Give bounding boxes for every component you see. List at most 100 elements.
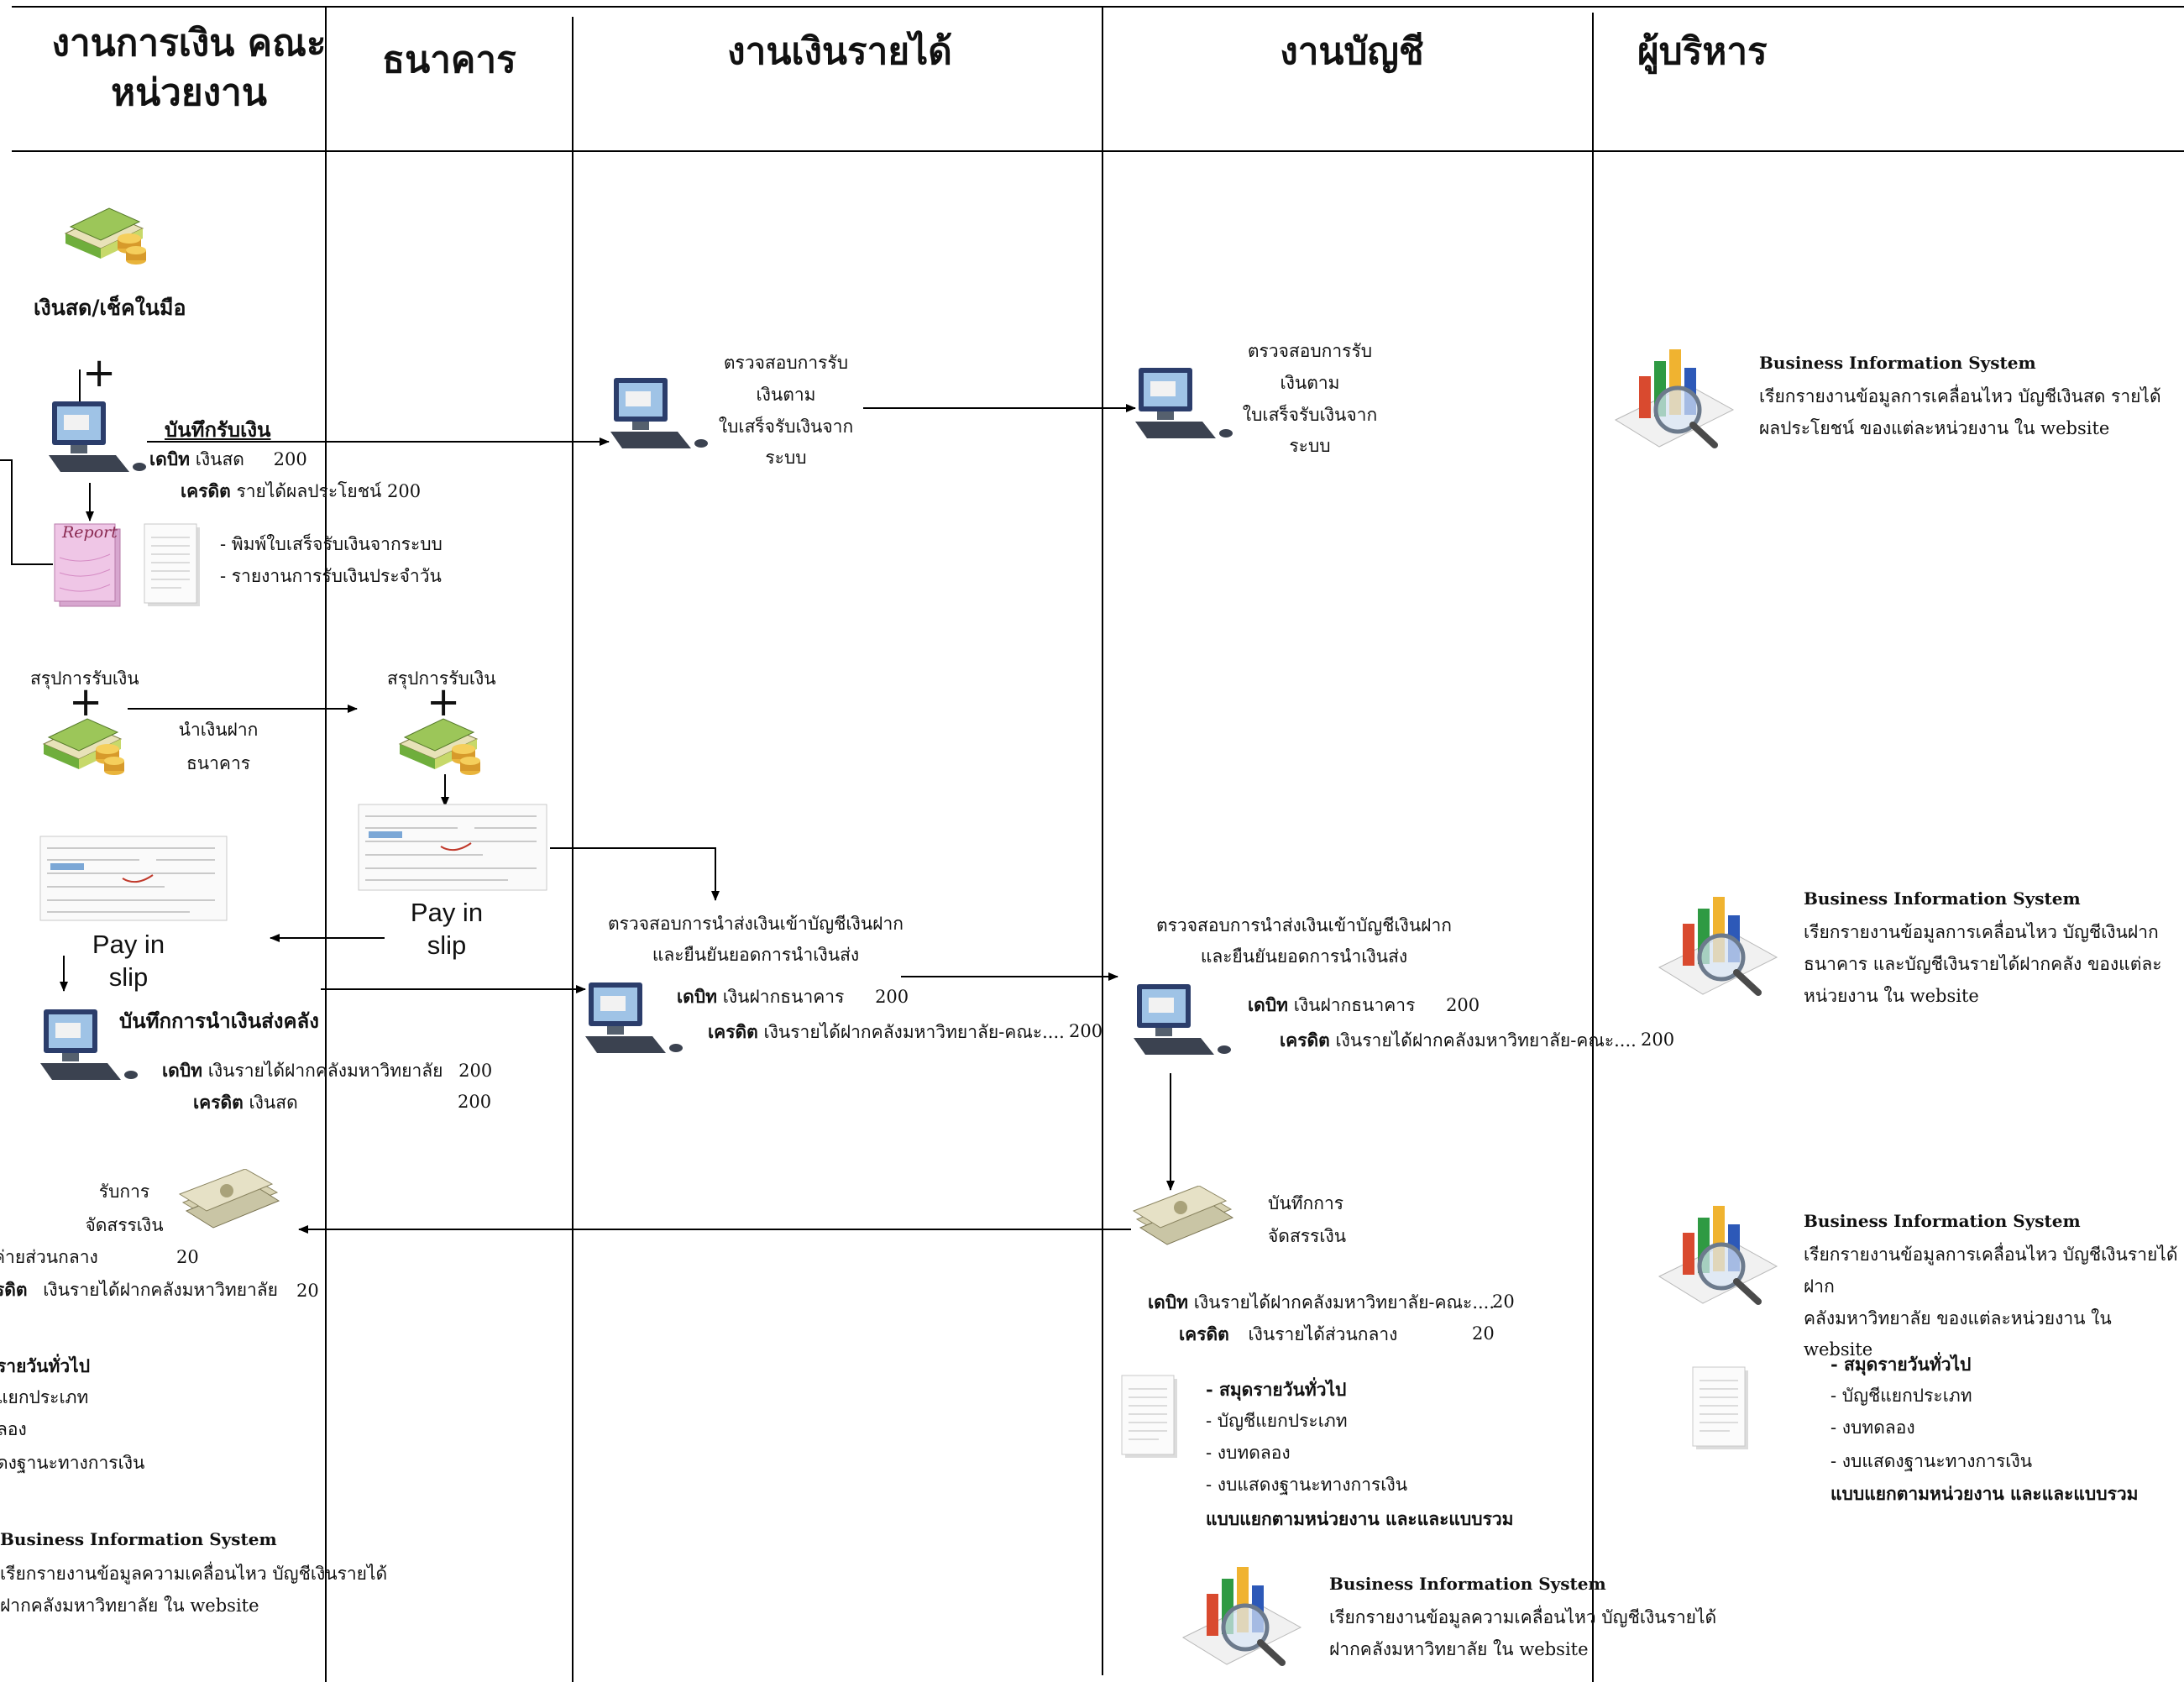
credit-keyword: เครดิต — [708, 1021, 758, 1042]
accounting-ledger-item: - งบแสดงฐานะทางการเงิน — [1206, 1475, 1408, 1495]
receive-allocation-label: รับการ จัดสรรเงิน — [85, 1182, 164, 1235]
credit-line: รายได้ผลประโยชน์ 200 — [236, 481, 422, 501]
debit-keyword: เดบิท — [162, 1060, 202, 1081]
allocation-line-2-text: เงินรายได้ฝากคลังมหาวิทยาลัย — [43, 1280, 278, 1300]
exec-ledger-footer: แบบแยกตามหน่วยงาน และและแบบรวม — [1830, 1483, 2139, 1504]
record-receipt-credit: เครดิต รายได้ผลประโยชน์ 200 — [181, 480, 421, 502]
lane-header-unit-finance: งานการเงิน คณะ หน่วยงาน — [51, 22, 327, 115]
accounting-allocation-debit: เดบิท เงินรายได้ฝากคลังมหาวิทยาลัย-คณะ..… — [1148, 1292, 1495, 1313]
business-chart-magnifier-icon — [1658, 1206, 1778, 1305]
exec-bis-title: Business Information System — [1759, 353, 2036, 373]
daily-report-item: - รายงานการรับเงินประจำวัน — [220, 566, 442, 586]
exec-bis-text: เรียกรายงานข้อมูลการเคลื่อนไหว บัญชีเงิน… — [1759, 386, 2161, 438]
credit-account: เงินรายได้ส่วนกลาง — [1248, 1324, 1398, 1344]
computer-icon — [49, 401, 146, 472]
accounting-bis-title: Business Information System — [1329, 1574, 1606, 1594]
allocation-line-1-text: ค่ายส่วนกลาง — [0, 1247, 98, 1267]
debit-amount: 200 — [1446, 995, 1480, 1015]
debit-keyword: เดบิท — [677, 986, 717, 1007]
business-chart-magnifier-icon — [1614, 349, 1735, 448]
banknotes-icon — [178, 1169, 280, 1229]
accounting-allocation-credit: เครดิต เงินรายได้ส่วนกลาง — [1179, 1323, 1397, 1345]
allocation-line-1-amount: 20 — [176, 1247, 199, 1267]
debit-account: เงินสด — [195, 449, 244, 469]
computer-icon — [1135, 368, 1233, 438]
bank-payin-slip-label: Pay in slip — [410, 898, 484, 960]
unit-ledger-item: แยกประเภท — [0, 1387, 89, 1407]
record-receipt-debit: เดบิท เงินสด 200 — [149, 448, 307, 470]
unit-ledger-item: รายวันทั่วไป — [0, 1355, 91, 1376]
banknotes-icon — [1132, 1186, 1234, 1245]
unit-payin-slip-label: Pay in slip — [92, 930, 165, 992]
plus-icon: + — [82, 349, 117, 396]
document-icon — [144, 523, 200, 606]
exec-bis-text: เรียกรายงานข้อมูลการเคลื่อนไหว บัญชีเงิน… — [1804, 922, 2162, 1006]
accounting-ledger-item: - บัญชีแยกประเภท — [1206, 1411, 1348, 1431]
accounting-ledger-item: - งบทดลอง — [1206, 1443, 1291, 1463]
revenue-verify-deposit: ตรวจสอบการนำส่งเงินเข้าบัญชีเงินฝาก และย… — [608, 914, 903, 965]
accounting-record-allocation: บันทึกการ จัดสรรเงิน — [1268, 1193, 1347, 1246]
exec-bis-title: Business Information System — [1804, 1211, 2081, 1231]
accounting-verify-receipt: ตรวจสอบการรับ เงินตาม ใบเสร็จรับเงินจาก … — [1242, 341, 1378, 457]
credit-keyword: รดิต — [0, 1279, 28, 1300]
debit-keyword: เดบิท — [149, 448, 190, 469]
lane-header-executive: ผู้บริหาร — [1637, 30, 1768, 73]
revenue-debit: เดบิท เงินฝากธนาคาร 200 — [677, 986, 909, 1008]
record-transfer-debit: เดบิท เงินรายได้ฝากคลังมหาวิทยาลัย 200 — [162, 1060, 492, 1082]
record-transfer-title: บันทึกการนำเงินส่งคลัง — [119, 1009, 319, 1033]
lane-header-bank: ธนาคาร — [382, 39, 516, 81]
unit-bis-text: เรียกรายงานข้อมูลความเคลื่อนไหว บัญชีเงิ… — [0, 1564, 388, 1616]
record-transfer-credit: เครดิต เงินสด — [193, 1092, 298, 1113]
exec-ledger-item: - บัญชีแยกประเภท — [1830, 1386, 1972, 1406]
accounting-ledger-footer: แบบแยกตามหน่วยงาน และและแบบรวม — [1206, 1508, 1514, 1529]
computer-icon — [1134, 984, 1231, 1055]
allocation-debit-amount: 20 — [1492, 1292, 1515, 1312]
debit-amount: 200 — [273, 449, 307, 469]
revenue-credit: เครดิต เงินรายได้ฝากคลังมหาวิทยาลัย-คณะ.… — [708, 1021, 1065, 1043]
plus-icon: + — [69, 679, 103, 726]
accounting-ledger-title: - สมุดรายวันทั่วไป — [1206, 1379, 1347, 1400]
credit-account: เงินรายได้ฝากคลังมหาวิทยาลัย-คณะ.... — [763, 1022, 1065, 1042]
unit-ledger-item: ดงฐานะทางการเงิน — [0, 1453, 145, 1473]
debit-account: เงินรายได้ฝากคลังมหาวิทยาลัย-คณะ.... — [1193, 1292, 1495, 1313]
credit-keyword: เครดิต — [181, 480, 231, 501]
lane-header-accounting: งานบัญชี — [1280, 30, 1424, 73]
debit-keyword: เดบิท — [1248, 994, 1288, 1015]
unit-ledger-item: ลอง — [0, 1419, 27, 1439]
debit-account: เงินฝากธนาคาร — [722, 987, 845, 1007]
exec-bis-text: เรียกรายงานข้อมูลการเคลื่อนไหว บัญชีเงิน… — [1804, 1244, 2178, 1360]
pay-in-slip-icon — [39, 836, 228, 921]
business-chart-magnifier-icon — [1658, 897, 1778, 996]
accounting-credit-amount: 200 — [1641, 1030, 1675, 1050]
unit-summary-label: สรุปการรับเงิน — [30, 668, 139, 689]
debit-account: เงินฝากธนาคาร — [1293, 995, 1416, 1015]
print-receipt-item: - พิมพ์ใบเสร็จรับเงินจากระบบ — [220, 534, 443, 554]
debit-keyword: เดบิท — [1148, 1292, 1188, 1313]
computer-icon — [40, 1009, 138, 1080]
cash-on-hand-label: เงินสด/เช็คในมือ — [34, 296, 186, 320]
money-stack-icon — [64, 207, 146, 265]
credit-account: เงินรายได้ฝากคลังมหาวิทยาลัย-คณะ.... — [1335, 1030, 1637, 1051]
money-stack-icon — [42, 718, 124, 775]
lane-header-revenue: งานเงินรายได้ — [727, 30, 952, 73]
accounting-debit: เดบิท เงินฝากธนาคาร 200 — [1248, 994, 1480, 1016]
computer-icon — [610, 378, 708, 448]
debit-amount: 200 — [875, 987, 909, 1007]
business-chart-magnifier-icon — [1181, 1567, 1302, 1666]
accounting-verify-deposit: ตรวจสอบการนำส่งเงินเข้าบัญชีเงินฝาก และย… — [1156, 915, 1452, 967]
pay-in-slip-icon — [358, 804, 547, 891]
credit-keyword: เครดิต — [1280, 1030, 1330, 1051]
connector-arrow — [550, 847, 720, 901]
allocation-line-2-amount: 20 — [296, 1281, 319, 1301]
allocation-line-2: รดิต เงินรายได้ฝากคลังมหาวิทยาลัย — [0, 1279, 278, 1301]
computer-icon — [585, 982, 683, 1053]
credit-account: เงินสด — [249, 1093, 298, 1113]
accounting-credit: เครดิต เงินรายได้ฝากคลังมหาวิทยาลัย-คณะ.… — [1280, 1030, 1637, 1051]
revenue-credit-amount: 200 — [1069, 1021, 1103, 1041]
credit-amount: 200 — [458, 1092, 492, 1112]
bank-summary-label: สรุปการรับเงิน — [387, 668, 496, 689]
money-stack-icon — [398, 718, 480, 775]
revenue-verify-receipt: ตรวจสอบการรับ เงินตาม ใบเสร็จรับเงินจาก … — [718, 353, 854, 469]
